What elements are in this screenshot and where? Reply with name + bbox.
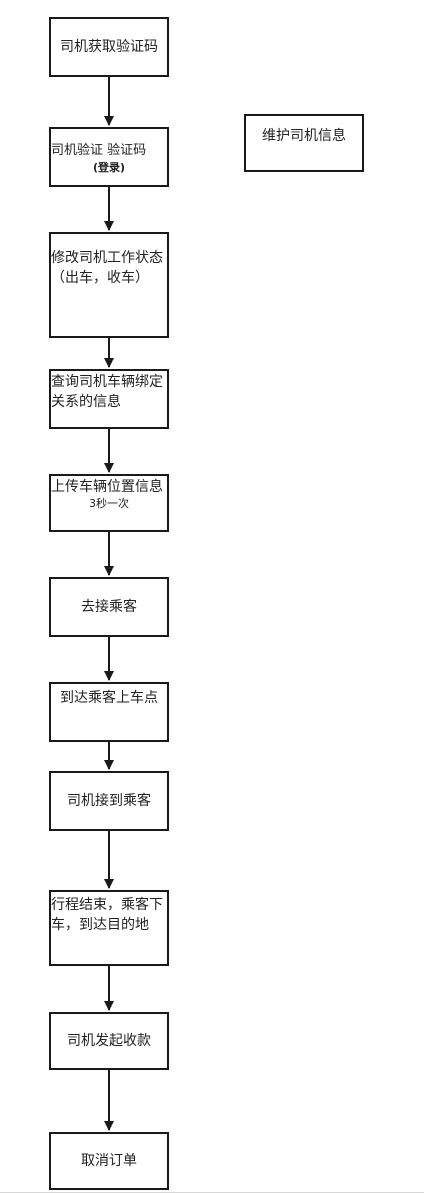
step-verify-code-label: 司机验证 验证码 [51, 143, 147, 158]
step-upload-location-sub: 3秒一次 [89, 497, 129, 510]
step-cancel-order: 取消订单 [49, 1132, 169, 1190]
step-arrive-pickup: 到达乘客上车点 [49, 682, 169, 742]
step-work-status-label: 修改司机工作状态（出车，收车） [51, 250, 163, 286]
side-maintain-driver-info-label: 维护司机信息 [262, 128, 346, 144]
step-query-binding: 查询司机车辆绑定关系的信息 [49, 369, 169, 429]
bottom-divider [0, 1192, 424, 1193]
step-collect-payment-label: 司机发起收款 [67, 1033, 151, 1049]
step-trip-end-label: 行程结束，乘客下车，到达目的地 [51, 897, 163, 933]
step-upload-location-label: 上传车辆位置信息 [51, 479, 163, 495]
step-arrive-pickup-label: 到达乘客上车点 [60, 690, 158, 706]
step-passenger-picked: 司机接到乘客 [49, 771, 169, 831]
step-collect-payment: 司机发起收款 [49, 1012, 169, 1070]
step-upload-location: 上传车辆位置信息 3秒一次 [49, 474, 169, 532]
step-trip-end: 行程结束，乘客下车，到达目的地 [49, 890, 169, 966]
step-cancel-order-label: 取消订单 [81, 1153, 137, 1169]
step-pick-up-label: 去接乘客 [81, 599, 137, 615]
step-work-status: 修改司机工作状态（出车，收车） [49, 232, 169, 338]
step-get-code: 司机获取验证码 [49, 17, 169, 77]
step-pick-up: 去接乘客 [49, 577, 169, 637]
step-passenger-picked-label: 司机接到乘客 [67, 793, 151, 809]
step-get-code-label: 司机获取验证码 [60, 39, 158, 55]
step-query-binding-label: 查询司机车辆绑定关系的信息 [51, 374, 163, 410]
step-verify-code: 司机验证 验证码 (登录) [49, 127, 169, 187]
side-maintain-driver-info: 维护司机信息 [244, 114, 364, 172]
step-verify-code-sub: (登录) [92, 161, 126, 174]
